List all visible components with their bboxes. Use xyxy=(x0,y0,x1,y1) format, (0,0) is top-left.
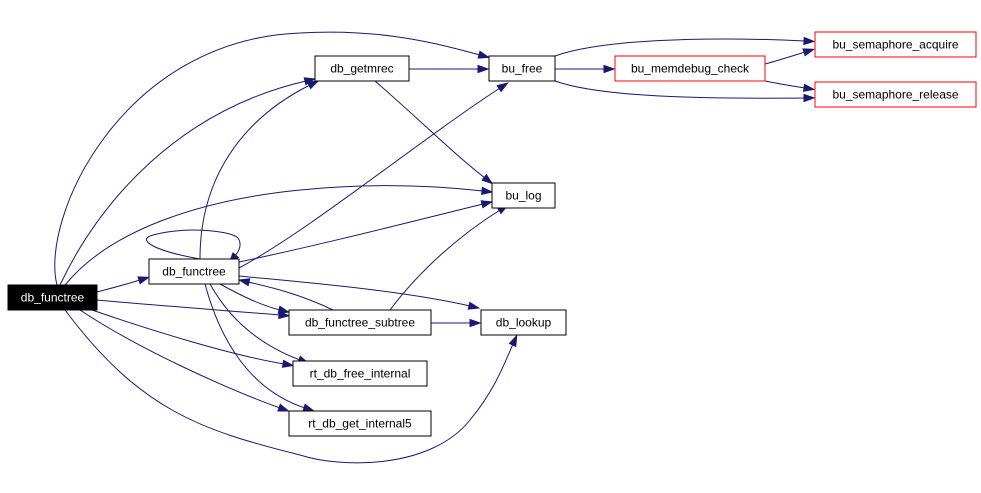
node-box xyxy=(814,31,977,58)
node-label: db_functree xyxy=(21,291,85,305)
node-box xyxy=(314,55,410,82)
arrowhead-bu_memdebug_check-to-bu_semaphore_release xyxy=(802,83,816,92)
node-db-getmrec[interactable]: db_getmrec xyxy=(314,55,410,82)
arrowhead-db_functree_subtree-to-db_functree xyxy=(237,278,251,287)
node-box xyxy=(288,309,432,336)
arrowhead-bu_free-to-bu_semaphore_release xyxy=(803,93,816,103)
node-bu-memdebug-check[interactable]: bu_memdebug_check xyxy=(614,55,766,82)
node-label: rt_db_get_internal5 xyxy=(308,417,412,431)
arrowhead-db_functree-to-bu_free xyxy=(496,82,509,93)
arrowhead-db_getmrec-to-bu_free xyxy=(477,64,490,74)
node-box xyxy=(288,410,432,437)
node-label: db_lookup xyxy=(496,316,552,330)
node-box xyxy=(614,55,766,82)
node-label: db_functree xyxy=(162,265,226,279)
edge-db_functree-to-db_getmrec xyxy=(199,84,311,260)
node-label: bu_memdebug_check xyxy=(631,62,750,76)
edge-root-to-bu_free xyxy=(54,31,481,286)
edge-bu_memdebug_check-to-bu_semaphore_acquire xyxy=(764,51,806,65)
edge-db_functree_subtree-to-db_functree xyxy=(247,281,334,311)
arrowhead-root-to-db_lookup xyxy=(508,334,518,348)
edge-db_functree-to-db_functree xyxy=(146,229,241,260)
node-box xyxy=(292,360,428,387)
node-rt-db-free-internal[interactable]: rt_db_free_internal xyxy=(292,360,428,387)
arrowhead-bu_free-to-bu_memdebug_check xyxy=(603,64,616,74)
arrowhead-db_functree-to-db_getmrec xyxy=(306,80,320,90)
edge-db_functree-to-rt_db_free_internal xyxy=(209,283,301,361)
nodes-layer: db_functree db_getmrec bu_free bu_memdebug_… xyxy=(7,31,977,437)
edge-db_functree-to-db_lookup xyxy=(238,275,471,307)
arrowhead-db_functree-to-rt_db_get_internal5 xyxy=(302,403,315,412)
edge-root-to-db_functree_subtree xyxy=(96,299,281,316)
arrowhead-bu_memdebug_check-to-bu_semaphore_acquire xyxy=(802,48,816,57)
edge-db_functree-to-bu_free xyxy=(238,87,501,269)
node-box xyxy=(491,182,556,209)
node-label: db_functree_subtree xyxy=(305,316,415,330)
edge-root-to-bu_log xyxy=(64,185,484,286)
node-label: bu_free xyxy=(502,62,543,76)
edge-db_functree-to-rt_db_get_internal5 xyxy=(204,283,306,409)
arrowhead-db_functree-to-db_lookup xyxy=(467,301,481,310)
edge-root-to-db_lookup xyxy=(64,309,514,464)
arrowhead-root-to-db_functree xyxy=(137,276,151,285)
node-db-functree-subtree[interactable]: db_functree_subtree xyxy=(288,309,432,336)
edge-root-to-rt_db_free_internal xyxy=(91,309,285,365)
edge-root-to-db_functree xyxy=(96,279,141,293)
edge-db_functree-to-db_functree_subtree xyxy=(219,283,281,311)
node-label: bu_semaphore_acquire xyxy=(832,38,958,52)
node-bu-free[interactable]: bu_free xyxy=(488,55,556,82)
arrowhead-bu_free-to-bu_semaphore_acquire xyxy=(803,36,816,46)
node-db-lookup[interactable]: db_lookup xyxy=(480,309,567,336)
edge-root-to-rt_db_get_internal5 xyxy=(79,309,281,409)
node-bu-semaphore-acquire[interactable]: bu_semaphore_acquire xyxy=(814,31,977,58)
arrowhead-root-to-bu_free xyxy=(477,50,491,59)
edge-root-to-db_getmrec xyxy=(59,80,307,286)
arrowhead-db_functree_subtree-to-db_lookup xyxy=(469,318,482,328)
arrowhead-db_functree-to-bu_log xyxy=(480,200,494,209)
edge-bu_free-to-bu_semaphore_acquire xyxy=(554,38,806,57)
arrowhead-db_getmrec-to-bu_log xyxy=(481,173,494,185)
node-bu-log[interactable]: bu_log xyxy=(491,182,556,209)
node-label: db_getmrec xyxy=(330,62,393,76)
node-label: bu_semaphore_release xyxy=(832,88,958,102)
node-bu-semaphore-release[interactable]: bu_semaphore_release xyxy=(814,81,977,108)
node-box xyxy=(7,284,98,311)
edge-bu_free-to-bu_semaphore_release xyxy=(554,80,806,99)
node-rt-db-get-internal5[interactable]: rt_db_get_internal5 xyxy=(288,410,432,437)
node-box xyxy=(148,258,240,285)
node-root[interactable]: db_functree xyxy=(7,284,98,311)
edges-layer xyxy=(54,31,816,464)
edge-bu_memdebug_check-to-bu_semaphore_release xyxy=(764,80,806,89)
edge-db_functree_subtree-to-bu_log xyxy=(389,209,501,311)
arrowhead-root-to-bu_log xyxy=(481,186,494,196)
node-label: rt_db_free_internal xyxy=(310,367,411,381)
edge-db_functree-to-bu_log xyxy=(238,203,484,263)
node-box xyxy=(488,55,556,82)
arrowhead-db_functree-to-db_functree_subtree xyxy=(277,305,291,314)
node-box xyxy=(480,309,567,336)
arrowhead-root-to-rt_db_get_internal5 xyxy=(277,403,290,412)
node-label: bu_log xyxy=(505,189,541,203)
edge-db_getmrec-to-bu_log xyxy=(374,80,486,179)
arrowhead-root-to-rt_db_free_internal xyxy=(281,359,295,368)
node-box xyxy=(814,81,977,108)
node-db-functree[interactable]: db_functree xyxy=(148,258,240,285)
